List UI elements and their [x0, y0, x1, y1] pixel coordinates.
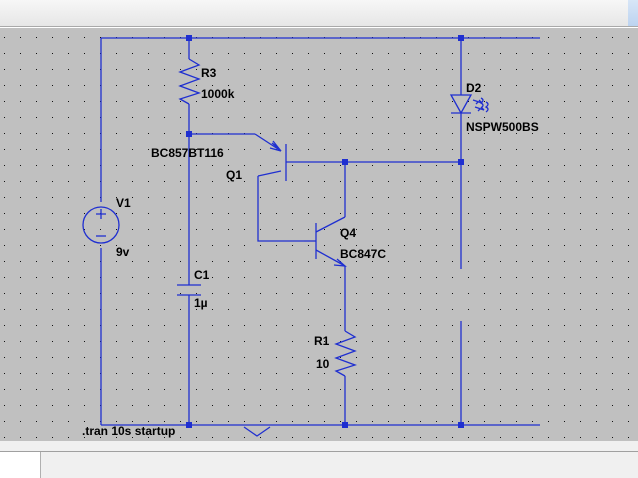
q1-collector-lead [257, 170, 282, 177]
window-top-bar [0, 0, 638, 27]
plus-icon [96, 209, 106, 219]
junction-dot [342, 422, 348, 428]
status-bar-divider [0, 451, 638, 452]
led-light-wave-icon [479, 97, 484, 109]
junction-dot [458, 422, 464, 428]
d2-ref-label: D2 [466, 81, 482, 95]
r3-value-label: 1000k [201, 87, 235, 101]
q4-emitter-arrow-icon [333, 258, 347, 267]
resistor-r3[interactable]: R3 1000k [178, 58, 235, 105]
resistor-r1[interactable]: R1 10 [314, 330, 358, 377]
q4-emitter-lead [315, 249, 346, 267]
q1-ref-label: Q1 [226, 168, 242, 182]
junction-dot [458, 159, 464, 165]
r1-ref-label: R1 [314, 334, 330, 348]
q1-emitter-lead [254, 133, 282, 152]
r1-value-label: 10 [316, 357, 330, 371]
junction-dot [458, 35, 464, 41]
q4-ref-label: Q4 [340, 226, 356, 240]
q4-value-label: BC847C [340, 247, 386, 261]
c1-ref-label: C1 [194, 268, 210, 282]
junction-dot [186, 422, 192, 428]
v1-value-label: 9v [116, 245, 130, 259]
junction-dot [186, 35, 192, 41]
led-d2[interactable]: D2 NSPW500BS [449, 81, 539, 134]
status-bar [0, 441, 638, 478]
junction-dot [186, 131, 192, 137]
status-bar-tab[interactable] [0, 452, 41, 478]
window-top-accent [628, 0, 638, 26]
grid-dots [0, 28, 638, 442]
r3-ref-label: R3 [201, 66, 217, 80]
voltage-source-v1[interactable]: V1 9v [82, 196, 131, 259]
transistor-q1[interactable]: BC857BT116 Q1 [151, 133, 345, 182]
transistor-q4[interactable]: Q4 BC847C [304, 216, 386, 267]
spice-directive[interactable]: .tran 10s startup [82, 424, 175, 438]
q1-emitter-arrow-icon [269, 140, 282, 152]
d2-value-label: NSPW500BS [466, 120, 539, 134]
q1-value-label: BC857BT116 [151, 146, 224, 160]
c1-value-label: 1µ [194, 296, 208, 310]
q4-collector-lead [315, 216, 346, 233]
v1-ref-label: V1 [116, 196, 131, 210]
schematic-canvas[interactable]: R3 1000k D2 NSPW500BS BC857BT116 Q1 [0, 27, 638, 442]
schematic-drawing[interactable]: R3 1000k D2 NSPW500BS BC857BT116 Q1 [0, 28, 638, 442]
capacitor-c1[interactable]: C1 1µ [177, 268, 210, 310]
wire-q1-collector-loop [257, 176, 304, 242]
led-light-wave-icon [484, 101, 489, 113]
ground-marker-icon [243, 426, 271, 437]
